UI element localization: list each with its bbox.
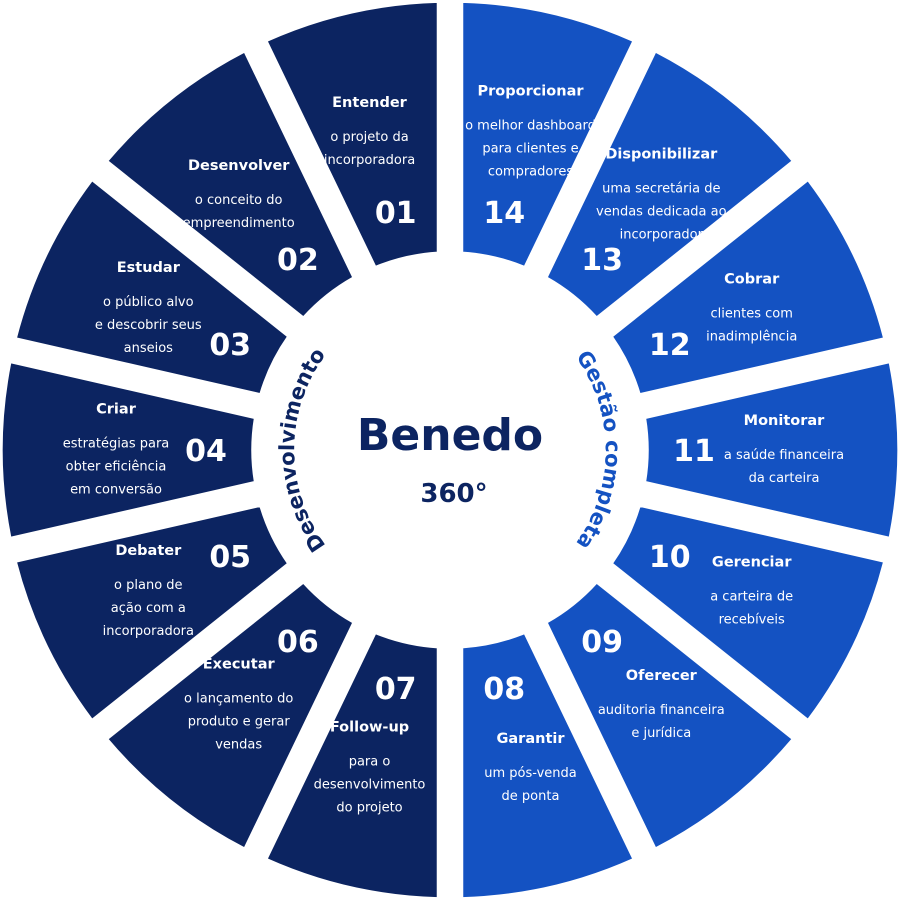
segment-03-desc-line: e descobrir seus (95, 318, 202, 333)
segment-13-title: Disponibilizar (605, 147, 718, 163)
management-arc-label: Gestão completa (572, 346, 625, 554)
segment-12-desc-line: clientes com (711, 307, 793, 322)
segment-14-desc-line: compradores (488, 165, 574, 180)
segment-11-desc-line: a saúde financeira (724, 448, 844, 463)
segment-10-shape (611, 505, 885, 721)
segment-10-desc-line: recebíveis (719, 612, 785, 627)
segment-10-desc-line: a carteira de (710, 589, 793, 604)
segment-05-number: 05 (209, 540, 251, 575)
segment-04-desc-line: em conversão (70, 483, 162, 498)
segment-14-desc-line: para clientes e (482, 142, 578, 157)
segment-04: 04 Criar estratégias para obter eficiência e… (1, 361, 256, 539)
segment-12: 12 Cobrar clientes com inadimplência (611, 179, 885, 395)
segment-11-desc-line: da carteira (749, 471, 820, 486)
segment-09-desc-line: auditoria financeira (598, 703, 725, 718)
segment-11-number: 11 (673, 434, 715, 469)
segment-13-desc-line: uma secretária de (602, 182, 720, 197)
segment-07-desc-line: para o (349, 754, 391, 769)
segment-11-title: Monitorar (744, 413, 826, 429)
segment-04-desc-line: estratégias para (63, 437, 170, 452)
segment-01-number: 01 (375, 196, 417, 231)
segment-14-desc-line: o melhor dashboard (465, 119, 596, 134)
segment-02: 02 Desenvolver o conceito do empreendimento (106, 51, 354, 318)
segment-07-desc-line: do projeto (336, 800, 402, 815)
segment-07-title: Follow-up (330, 719, 409, 735)
segment-06-number: 06 (277, 625, 319, 660)
segment-02-title: Desenvolver (188, 158, 290, 174)
segment-07-shape (266, 632, 439, 899)
segment-05-desc-line: o plano de (114, 578, 183, 593)
segment-12-desc-line: inadimplência (706, 330, 797, 345)
segment-14-shape (461, 1, 634, 268)
segment-02-desc-line: o conceito do (195, 193, 283, 208)
segment-04-shape (1, 361, 256, 539)
segment-09-desc-line: e jurídica (631, 726, 691, 741)
segment-13-desc-line: incorporador (620, 228, 704, 243)
segment-14-number: 14 (483, 196, 525, 231)
segment-14: 14 Proporcionar o melhor dashboard para cli… (461, 1, 634, 268)
segment-12-number: 12 (649, 328, 691, 363)
segment-11: 11 Monitorar a saúde financeira da carteira (644, 361, 899, 539)
segment-03-number: 03 (209, 328, 251, 363)
segment-08-desc-line: um pós-venda (484, 766, 577, 781)
segment-11-shape (644, 361, 899, 539)
segment-06-desc-line: vendas (215, 737, 262, 752)
center-subtitle: 360° (420, 479, 487, 509)
segment-01-desc-line: o projeto da (330, 130, 408, 145)
segment-05-desc-line: ação com a (111, 601, 186, 616)
segment-04-desc-line: obter eficiência (66, 460, 167, 475)
segment-13-number: 13 (581, 243, 623, 278)
segment-04-title: Criar (96, 402, 137, 418)
segment-05-shape (15, 505, 289, 721)
segment-01-shape (266, 1, 439, 268)
segment-01-desc-line: incorporadora (324, 153, 415, 168)
segment-03-desc-line: anseios (124, 341, 174, 356)
segment-12-title: Cobrar (724, 272, 780, 288)
segment-08-number: 08 (483, 672, 525, 707)
segment-05-desc-line: incorporadora (103, 624, 194, 639)
segment-05-title: Debater (115, 543, 182, 559)
segment-01: 01 Entender o projeto da incorporadora (266, 1, 439, 268)
segment-10-number: 10 (649, 540, 691, 575)
segment-09-number: 09 (581, 625, 623, 660)
segment-12-shape (611, 179, 885, 395)
segment-03-desc-line: o público alvo (103, 295, 194, 310)
segment-05: 05 Debater o plano de ação com a incorporado… (15, 505, 289, 721)
segment-08-desc-line: de ponta (502, 789, 560, 804)
segment-08-title: Garantir (497, 731, 566, 747)
segment-13: 13 Disponibilizar uma secretária de vendas … (546, 51, 794, 318)
segment-10: 10 Gerenciar a carteira de recebíveis (611, 505, 885, 721)
segment-02-desc-line: empreendimento (183, 216, 295, 231)
segment-01-title: Entender (332, 95, 408, 111)
segment-06-desc-line: o lançamento do (184, 691, 293, 706)
segment-07-number: 07 (375, 672, 417, 707)
segment-13-desc-line: vendas dedicada ao (596, 205, 727, 220)
center-title: Benedo (357, 410, 543, 461)
segment-03-title: Estudar (117, 260, 181, 276)
segment-07-desc-line: desenvolvimento (314, 777, 426, 792)
segment-09-shape (546, 582, 794, 849)
segment-02-shape (106, 51, 354, 318)
segment-03: 03 Estudar o público alvo e descobrir seus a… (15, 179, 289, 395)
segment-06-shape (106, 582, 354, 849)
segment-10-title: Gerenciar (712, 554, 792, 570)
segment-14-title: Proporcionar (477, 84, 584, 100)
segment-06-desc-line: produto e gerar (188, 714, 291, 729)
development-arc-label: Desenvolvimento (275, 343, 330, 556)
segment-04-number: 04 (185, 434, 227, 469)
segment-13-shape (546, 51, 794, 318)
segment-06-title: Executar (203, 656, 276, 672)
segment-08-shape (461, 632, 634, 899)
segment-03-shape (15, 179, 289, 395)
segment-09-title: Oferecer (626, 668, 698, 684)
segment-02-number: 02 (277, 243, 319, 278)
